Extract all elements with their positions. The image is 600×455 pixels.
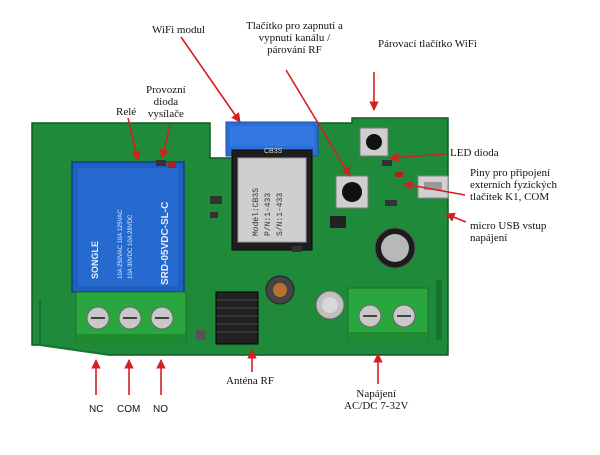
buttons (335, 127, 389, 209)
arrow-pins (403, 180, 466, 196)
label-power-supply-line-1: Napájení (356, 388, 397, 400)
arrow-power-button (285, 69, 351, 177)
wifi-module: CB3S Model:CB3S P/N:1-433 S/N:1-433 (231, 148, 313, 251)
arrow-led (389, 152, 447, 163)
relay-terminal-block (75, 291, 187, 344)
label-pairing-button: Párovací tlačítko WiFi (378, 38, 477, 50)
capacitors (315, 227, 416, 320)
label-power-button-line-2: vypnutí kanálu / (258, 32, 331, 44)
label-external-pins-line-1: Piny pro připojení (470, 167, 551, 179)
arrow-relay (127, 117, 141, 161)
label-tx-led-line-3: vysílače (147, 108, 184, 120)
rf-antenna-coil (215, 291, 259, 345)
annotation-arrows (91, 36, 467, 395)
module-line-1: Model:CB3S (252, 188, 261, 236)
label-power-button-line-1: Tlačítko pro zapnutí a (246, 20, 343, 32)
label-nc: NC (89, 404, 104, 415)
label-micro-usb-line-1: micro USB vstup (470, 220, 547, 232)
label-no: NO (153, 404, 168, 415)
module-line-2: P/N:1-433 (264, 193, 273, 236)
label-tx-led: Provozní dioda vysílače (146, 84, 186, 120)
label-led-diode: LED dioda (450, 147, 499, 159)
inductor (265, 275, 295, 305)
relay-rating-1: 10A 250VAC 10A 125VAC (118, 209, 124, 279)
module-line-3: S/N:1-433 (276, 193, 285, 236)
label-wifi-module: WiFi modul (152, 24, 206, 36)
wifi-chip-label: CB3S (264, 148, 283, 155)
label-tx-led-line-1: Provozní (146, 84, 186, 96)
label-tx-led-line-2: dioda (153, 96, 179, 108)
label-power-button-line-3: párování RF (267, 44, 322, 56)
label-power-button: Tlačítko pro zapnutí a vypnutí kanálu / … (246, 20, 343, 56)
label-power-supply: Napájení AC/DC 7-32V (344, 388, 408, 412)
label-micro-usb: micro USB vstup napájení (470, 220, 546, 244)
relay-model: SRD-05VDC-SL-C (160, 202, 171, 285)
arrow-usb (445, 212, 467, 223)
label-micro-usb-line-2: napájení (470, 232, 508, 244)
label-relay: Relé (116, 106, 137, 118)
arrow-wifi (180, 36, 241, 123)
relay-brand: SONGLE (90, 241, 100, 279)
power-terminal-block (347, 287, 429, 342)
label-com: COM (117, 404, 141, 415)
relay: SONGLE 10A 250VAC 10A 125VAC 10A 30VDC 1… (71, 161, 185, 293)
label-antenna: Anténa RF (226, 375, 274, 387)
label-external-pins-line-2: externích fyzických (470, 179, 558, 191)
wifi-antenna-pcb (225, 121, 319, 157)
label-power-supply-line-2: AC/DC 7-32V (344, 400, 409, 412)
smd-components (156, 160, 403, 340)
relay-rating-2: 10A 30VDC 10A 28VDC (128, 214, 134, 279)
label-external-pins-line-3: tlačítek K1, COM (470, 191, 550, 203)
arrow-tx-led (159, 124, 171, 159)
label-external-pins: Piny pro připojení externích fyzických t… (470, 167, 557, 203)
